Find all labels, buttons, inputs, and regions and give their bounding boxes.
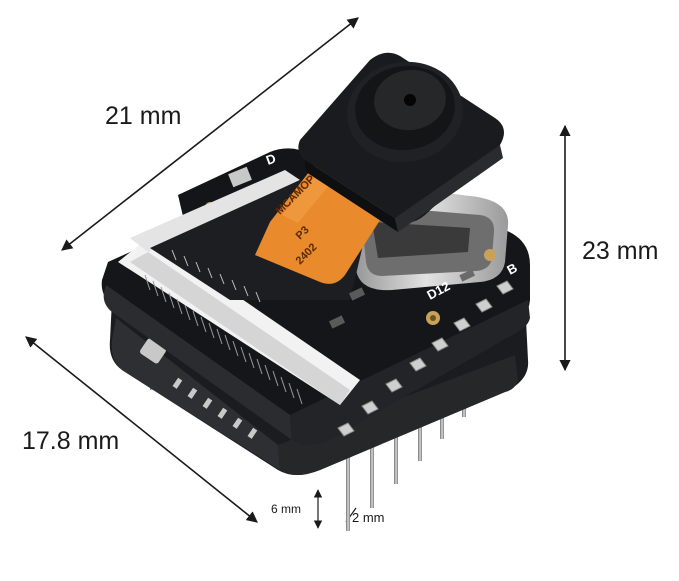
camera-module: [298, 52, 504, 232]
lens-aperture: [404, 94, 416, 106]
depth-dimension-arrow: [25, 336, 258, 523]
gold-pad: [484, 249, 496, 261]
depth-label: 17.8 mm: [22, 427, 120, 455]
pin-length-label: 6 mm: [271, 502, 301, 516]
width-label: 21 mm: [105, 102, 182, 130]
height-label: 23 mm: [582, 237, 659, 265]
edge-pads: [337, 280, 514, 437]
pin-pitch-label: 2 mm: [352, 510, 385, 525]
width-dimension-arrow: [61, 17, 359, 251]
dimension-lines: [25, 17, 571, 529]
